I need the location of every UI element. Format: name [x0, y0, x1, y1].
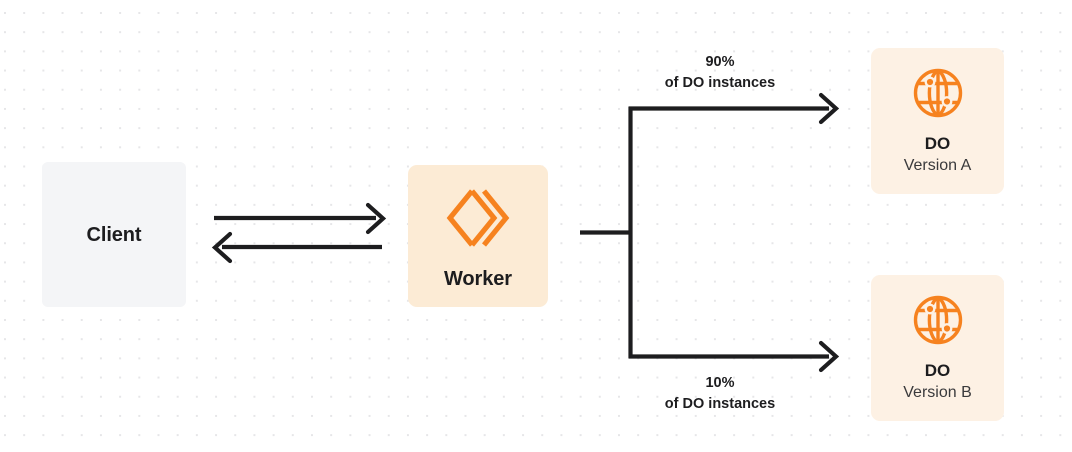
edge-label-do-b-percent: 10%: [705, 375, 735, 391]
edge-label-do-b-caption: of DO instances: [664, 395, 776, 412]
edge-worker-split-trunk: [580, 106, 633, 359]
edge-label-do-b: 10% of DO instances: [600, 373, 840, 414]
edge-worker-to-client: [211, 231, 382, 264]
globe-icon: [910, 65, 966, 121]
node-do-version-b[interactable]: DO Version B: [871, 275, 1004, 421]
cloudflare-workers-icon: [443, 187, 513, 249]
node-worker-label: Worker: [444, 268, 512, 290]
node-client-label: Client: [86, 223, 142, 246]
node-do-version-a[interactable]: DO Version A: [871, 48, 1004, 194]
node-do-b-label: DO: [924, 360, 951, 380]
node-client[interactable]: Client: [42, 162, 186, 307]
edge-worker-to-do-b: [629, 340, 840, 373]
edge-worker-to-do-a: [629, 92, 840, 125]
edge-label-do-a-caption: of DO instances: [664, 74, 776, 91]
node-worker[interactable]: Worker: [408, 165, 548, 307]
node-do-a-sublabel: Version A: [903, 157, 972, 175]
globe-icon: [910, 292, 966, 348]
edge-client-to-worker: [214, 202, 387, 235]
edge-label-do-a: 90% of DO instances: [600, 52, 840, 93]
node-do-a-label: DO: [924, 133, 951, 153]
edge-label-do-a-percent: 90%: [705, 54, 735, 70]
node-do-b-sublabel: Version B: [903, 384, 972, 402]
